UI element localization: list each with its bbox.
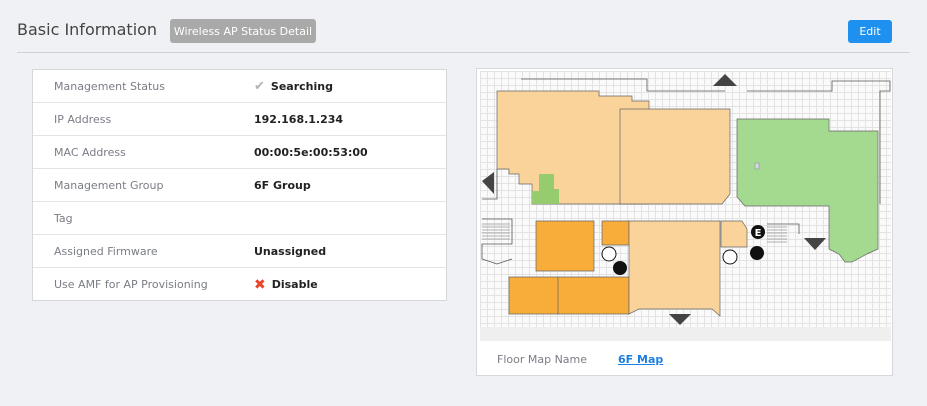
info-label: Tag [54,211,73,225]
map-scrollbar[interactable] [480,327,891,341]
wheelchair-icons: E [601,225,765,275]
floor-plan: E [481,74,891,325]
info-row-tag: Tag [33,202,446,235]
check-icon: ✔ [254,78,265,94]
info-row-assigned-firmware: Assigned Firmware Unassigned [33,235,446,268]
info-label: MAC Address [54,145,126,159]
wheelchair-icon [750,246,764,260]
room-orange [601,220,630,246]
divider [17,52,910,53]
info-row-mac-address: MAC Address 00:00:5e:00:53:00 [33,136,446,169]
room-green [532,174,559,204]
floor-map-name-label: Floor Map Name [497,353,588,366]
info-label: Management Status [54,79,166,93]
info-row-amf-provisioning: Use AMF for AP Provisioning ✖ Disable [33,268,446,301]
room-tan [720,220,748,248]
room-orange [535,220,595,272]
info-value: Searching [270,79,333,93]
info-row-ip-address: IP Address 192.168.1.234 [33,103,446,136]
wheelchair-icon [601,246,617,262]
basic-info-table: Management Status ✔ Searching IP Address 19… [32,69,447,301]
arrow-down-icon [804,238,826,250]
arrow-left-icon [482,172,494,194]
wheelchair-icon [722,249,738,265]
arrow-down-icon [669,314,691,325]
edit-button[interactable]: Edit [848,20,892,43]
info-label: Assigned Firmware [54,244,158,258]
info-value: Unassigned [254,244,327,258]
info-row-management-status: Management Status ✔ Searching [33,70,446,103]
room-tan [628,220,721,317]
access-point-icon[interactable] [754,162,760,170]
floor-map-name-link[interactable]: 6F Map [618,353,664,366]
info-label: Management Group [54,178,164,192]
info-value: Disable [271,278,318,291]
room-tan [619,108,731,205]
info-value: 6F Group [254,178,311,192]
room-orange [508,276,630,315]
info-row-management-group: Management Group 6F Group [33,169,446,202]
floor-map-card: E Floor Map Name 6F Map [476,68,893,376]
walls [481,78,891,265]
floor-map[interactable]: E [480,71,891,327]
exit-icon [751,225,765,239]
wireless-ap-status-detail-button[interactable]: Wireless AP Status Detail [170,19,316,43]
exit-sign-label: E [755,228,762,239]
arrow-up-icon [713,74,737,86]
page-title: Basic Information [17,20,158,39]
wheelchair-icon [613,261,627,275]
room-green [736,118,879,263]
stairs-icon [482,223,787,243]
info-label: Use AMF for AP Provisioning [54,278,208,291]
info-value: 00:00:5e:00:53:00 [254,145,368,159]
info-value: 192.168.1.234 [254,112,344,126]
x-icon: ✖ [254,276,266,293]
info-label: IP Address [54,112,112,126]
direction-arrows [482,74,826,325]
